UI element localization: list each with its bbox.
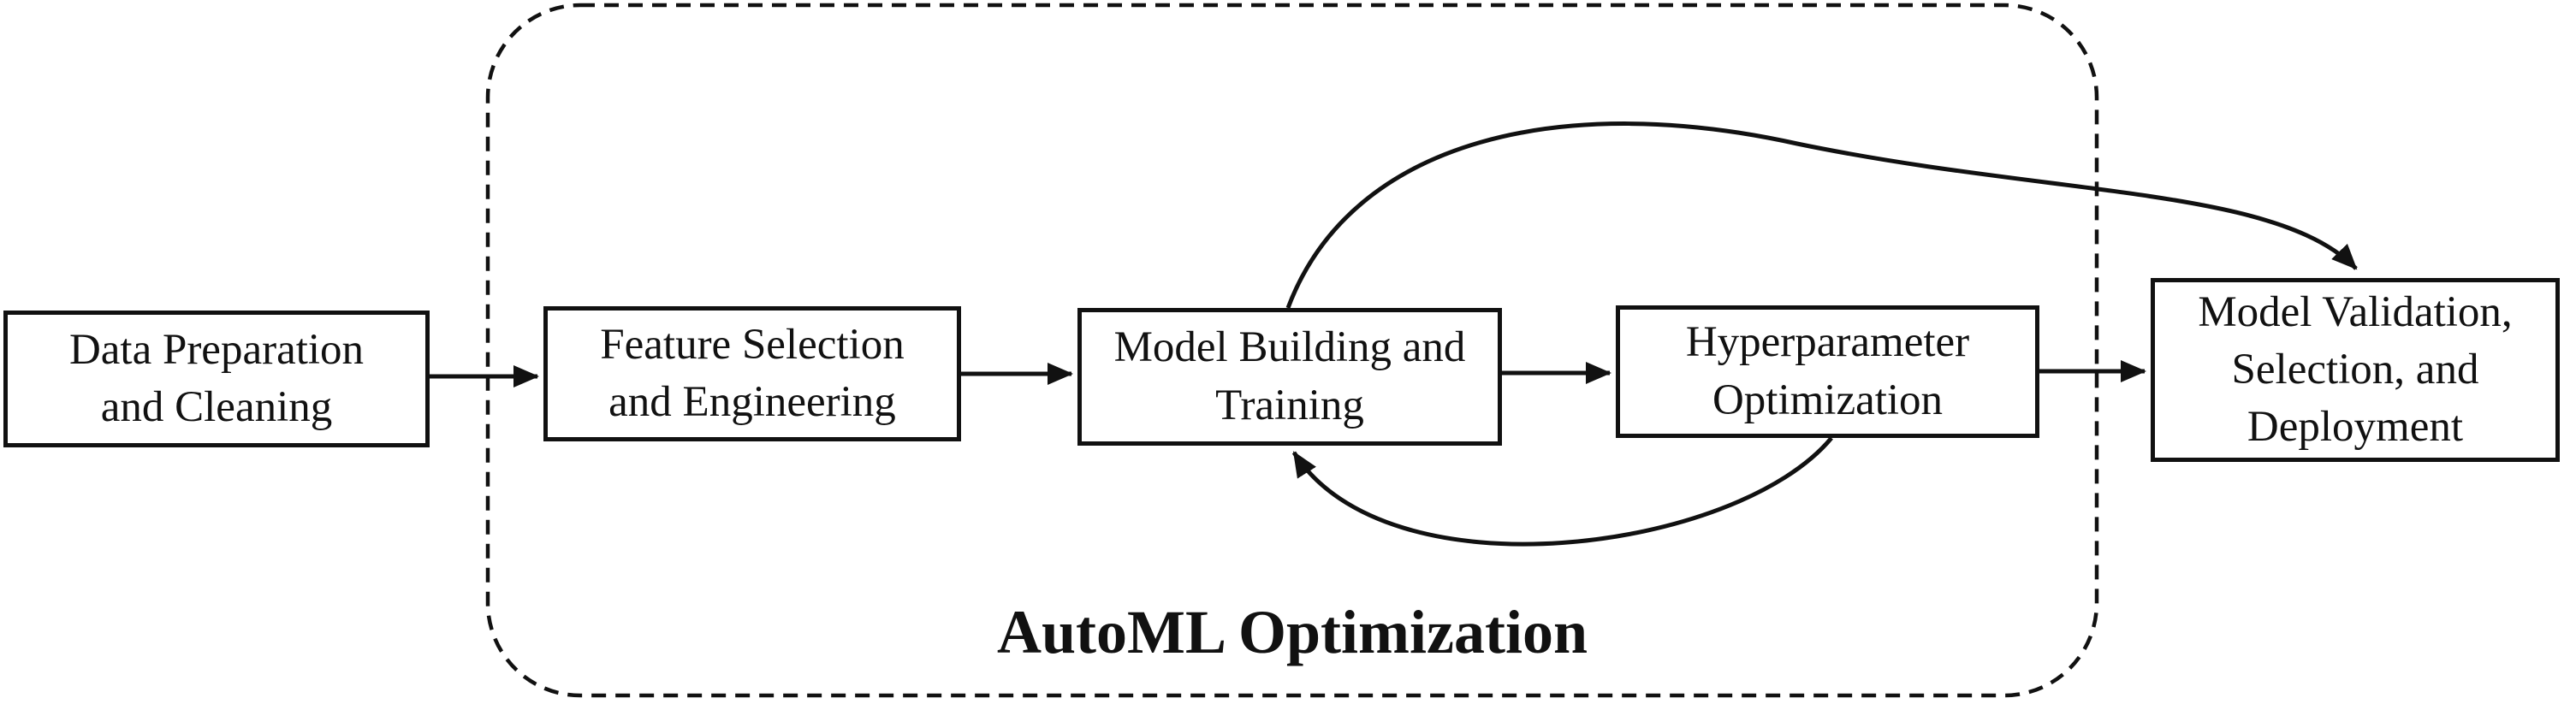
node-model-building: Model Building and Training [1077,308,1502,446]
node-data-preparation: Data Preparation and Cleaning [3,311,430,447]
automl-group-label: AutoML Optimization [996,598,1588,666]
node-hyperparameter-optimization: Hyperparameter Optimization [1616,305,2039,438]
automl-group-boundary [485,3,2099,698]
edge-hyperparameter-to-model-building-feedback [1291,436,1833,547]
node-feature-selection: Feature Selection and Engineering [543,306,961,441]
edge-model-building-to-model-validation-curve [1285,121,2358,309]
node-model-validation: Model Validation, Selection, and Deploym… [2151,278,2560,462]
